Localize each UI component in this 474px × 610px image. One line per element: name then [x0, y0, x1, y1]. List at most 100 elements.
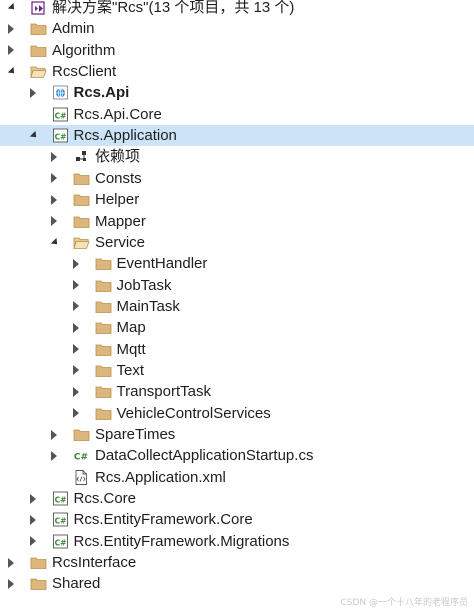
tree-item-maintask[interactable]: MainTask: [0, 296, 474, 317]
tree-item-label: 依赖项: [95, 148, 141, 166]
tree-item-label: Text: [116, 361, 145, 379]
tree-item-rcsinterface[interactable]: RcsInterface: [0, 552, 474, 573]
folder-icon: [73, 426, 90, 443]
folder-icon: [73, 191, 90, 208]
expand-arrow-icon[interactable]: [69, 381, 83, 402]
tree-item-shared[interactable]: Shared: [0, 573, 474, 594]
tree-item-text[interactable]: Text: [0, 360, 474, 381]
folder-icon: [95, 298, 112, 315]
svg-text:C#: C#: [54, 517, 66, 526]
tree-item-helper[interactable]: Helper: [0, 189, 474, 210]
tree-item-mqtt[interactable]: Mqtt: [0, 339, 474, 360]
tree-item-rcs-entityframework-migrations[interactable]: C#Rcs.EntityFramework.Migrations: [0, 531, 474, 552]
tree-item-consts[interactable]: Consts: [0, 168, 474, 189]
tree-item-admin[interactable]: Admin: [0, 18, 474, 39]
folder-open-icon: [30, 63, 47, 80]
tree-item-label: DataCollectApplicationStartup.cs: [95, 447, 314, 465]
expand-arrow-icon[interactable]: [69, 339, 83, 360]
expand-arrow-icon[interactable]: [4, 40, 18, 61]
folder-icon: [73, 170, 90, 187]
dependencies-icon: [73, 148, 90, 165]
tree-item-label: VehicleControlServices: [116, 404, 271, 422]
folder-icon: [73, 213, 90, 230]
tree-item-map[interactable]: Map: [0, 317, 474, 338]
collapse-arrow-icon[interactable]: [26, 125, 40, 146]
expand-arrow-icon[interactable]: [69, 317, 83, 338]
tree-item-label: Mapper: [95, 212, 146, 230]
expand-arrow-icon[interactable]: [26, 509, 40, 530]
svg-text:C#: C#: [74, 453, 88, 463]
solution-root[interactable]: 解决方案"Rcs"(13 个项目，共 13 个): [0, 0, 474, 18]
tree-item-mapper[interactable]: Mapper: [0, 211, 474, 232]
tree-item-label: Map: [116, 319, 146, 337]
tree-item-algorithm[interactable]: Algorithm: [0, 40, 474, 61]
expand-arrow-icon[interactable]: [47, 211, 61, 232]
folder-icon: [95, 383, 112, 400]
expand-arrow-icon[interactable]: [47, 445, 61, 466]
folder-icon: [95, 255, 112, 272]
csharp-project-icon: C#: [52, 106, 69, 123]
folder-icon: [30, 20, 47, 37]
tree-item-label: RcsInterface: [52, 554, 137, 572]
tree-item-rcs-application[interactable]: C#Rcs.Application: [0, 125, 474, 147]
expand-arrow-icon[interactable]: [47, 168, 61, 189]
tree-item-label: TransportTask: [116, 383, 211, 401]
tree-item-label: Mqtt: [116, 340, 146, 358]
tree-item-jobtask[interactable]: JobTask: [0, 275, 474, 296]
svg-text:C#: C#: [54, 495, 66, 504]
tree-item-service[interactable]: Service: [0, 232, 474, 253]
xml-file-icon: [73, 469, 90, 486]
collapse-arrow-icon[interactable]: [47, 232, 61, 253]
expand-arrow-icon[interactable]: [69, 360, 83, 381]
folder-icon: [95, 277, 112, 294]
expand-arrow-icon[interactable]: [47, 424, 61, 445]
collapse-arrow-icon[interactable]: [4, 0, 18, 18]
expand-arrow-icon[interactable]: [4, 573, 18, 594]
expand-arrow-icon[interactable]: [4, 552, 18, 573]
svg-text:C#: C#: [54, 111, 66, 120]
tree-item-datacollectapplicationstartup[interactable]: C# DataCollectApplicationStartup.cs: [0, 445, 474, 466]
watermark: CSDN @一个十八年的老程序员: [340, 598, 468, 608]
tree-item-rcs-core[interactable]: C# Rcs.Core: [0, 488, 474, 509]
expand-arrow-icon[interactable]: [69, 275, 83, 296]
tree-item-label: 解决方案"Rcs"(13 个项目，共 13 个): [52, 0, 295, 16]
folder-icon: [30, 42, 47, 59]
tree-item-transporttask[interactable]: TransportTask: [0, 381, 474, 402]
tree-item-eventhandler[interactable]: EventHandler: [0, 253, 474, 274]
folder-icon: [95, 341, 112, 358]
expand-arrow-icon[interactable]: [26, 531, 40, 552]
collapse-arrow-icon[interactable]: [4, 61, 18, 82]
csharp-project-icon: C#: [52, 127, 69, 144]
tree-item-label: Admin: [52, 20, 95, 38]
expand-arrow-icon[interactable]: [69, 403, 83, 424]
tree-item-label: JobTask: [116, 276, 172, 294]
folder-icon: [95, 319, 112, 336]
tree-item-rcs-api-core[interactable]: C# Rcs.Api.Core: [0, 104, 474, 125]
csharp-project-icon: C#: [52, 490, 69, 507]
tree-item-vehiclecontrolservices[interactable]: VehicleControlServices: [0, 403, 474, 424]
expand-arrow-icon[interactable]: [47, 189, 61, 210]
solution-icon: [30, 0, 47, 16]
tree-item-rcsclient[interactable]: RcsClient: [0, 61, 474, 82]
tree-item-rcs-application-xml[interactable]: Rcs.Application.xml: [0, 467, 474, 488]
tree-item-label: Helper: [95, 191, 140, 209]
expand-arrow-icon[interactable]: [69, 296, 83, 317]
tree-item-label: Rcs.Application: [73, 127, 177, 145]
tree-item-rcs-api[interactable]: Rcs.Api: [0, 82, 474, 103]
tree-item-sparetimes[interactable]: SpareTimes: [0, 424, 474, 445]
expand-arrow-icon[interactable]: [47, 146, 61, 167]
tree-item-label: Rcs.Api.Core: [73, 105, 162, 123]
tree-item-rcs-entityframework-core[interactable]: C# Rcs.EntityFramework.Core: [0, 509, 474, 530]
tree-item-label: Rcs.Api: [73, 84, 130, 102]
folder-icon: [95, 362, 112, 379]
tree-item-dependencies[interactable]: 依赖项: [0, 146, 474, 167]
expand-arrow-icon[interactable]: [69, 253, 83, 274]
expand-arrow-icon[interactable]: [26, 488, 40, 509]
expand-arrow-icon[interactable]: [4, 18, 18, 39]
tree-item-label: Rcs.Core: [73, 490, 137, 508]
expand-arrow-icon[interactable]: [26, 82, 40, 103]
tree-item-label: Rcs.EntityFramework.Core: [73, 511, 253, 529]
tree-item-label: MainTask: [116, 297, 180, 315]
folder-open-icon: [73, 234, 90, 251]
tree-item-label: Rcs.Application.xml: [95, 468, 226, 486]
